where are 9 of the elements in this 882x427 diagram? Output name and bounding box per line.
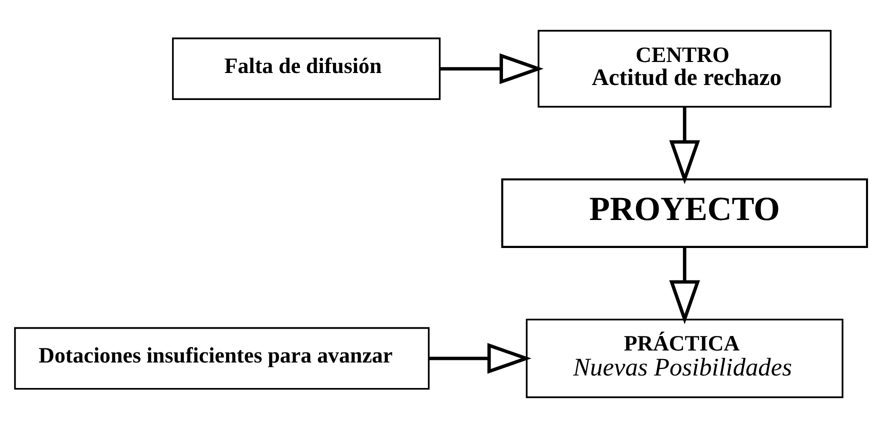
node-box: PROYECTO — [501, 178, 868, 248]
arrow — [669, 106, 700, 184]
node-box: Falta de difusión — [172, 37, 441, 100]
arrow — [428, 342, 532, 374]
arrow — [440, 52, 544, 84]
node-box: Dotaciones insuficientes para avanzar — [14, 326, 430, 390]
node-box: PRÁCTICA Nuevas Posibilidades — [526, 318, 844, 398]
arrow — [669, 246, 700, 324]
node-box: CENTRO Actitud de rechazo — [538, 29, 832, 108]
